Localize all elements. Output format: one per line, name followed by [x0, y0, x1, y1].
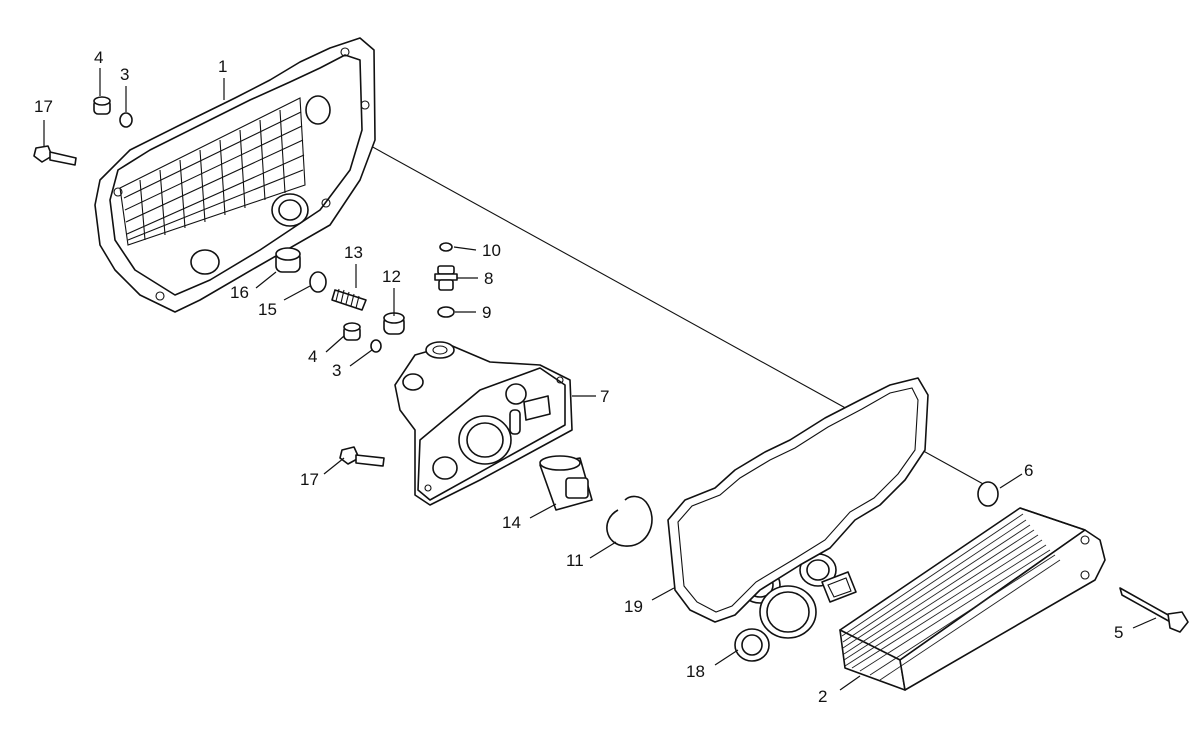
callout-10: 10	[482, 241, 501, 260]
part-valve[interactable]	[539, 455, 593, 511]
part-o-ring[interactable]	[977, 481, 999, 507]
callout-14: 14	[502, 513, 521, 532]
part-plug-top[interactable]	[93, 96, 111, 115]
part-snap-ring[interactable]	[606, 495, 653, 547]
part-plug-large[interactable]	[275, 247, 301, 273]
callout-4-top: 4	[94, 48, 103, 67]
part-gasket-large[interactable]	[667, 377, 929, 623]
callout-16: 16	[230, 283, 249, 302]
part-oil-cooler[interactable]	[839, 507, 1106, 691]
part-screw-mid[interactable]	[339, 446, 385, 467]
part-o-ring-small-mid[interactable]	[370, 339, 382, 353]
part-bolt[interactable]	[1119, 587, 1189, 633]
callout-9: 9	[482, 303, 491, 322]
callout-3-top: 3	[120, 65, 129, 84]
cooler-fins	[841, 513, 1061, 681]
part-o-ring-medium[interactable]	[309, 271, 327, 293]
callout-2: 2	[818, 687, 827, 706]
callout-6: 6	[1024, 461, 1033, 480]
part-screw-top[interactable]	[33, 145, 77, 166]
cover-mesh	[119, 97, 306, 246]
callout-1: 1	[218, 57, 227, 76]
callout-7: 7	[600, 387, 609, 406]
part-plug-mid[interactable]	[343, 322, 361, 341]
callout-11: 11	[566, 551, 584, 570]
part-seal-ring[interactable]	[437, 306, 455, 318]
part-sleeve[interactable]	[383, 312, 405, 335]
callout-18: 18	[686, 662, 705, 681]
callout-15: 15	[258, 300, 277, 319]
part-fitting[interactable]	[434, 265, 458, 291]
leader-lines	[43, 68, 1157, 691]
gasket-large-inner	[677, 387, 919, 613]
callout-4-mid: 4	[308, 347, 317, 366]
callout-17-mid: 17	[300, 470, 319, 489]
callout-19: 19	[624, 597, 643, 616]
part-spring[interactable]	[331, 288, 367, 311]
part-o-ring-small-top[interactable]	[119, 112, 133, 128]
callout-17-top: 17	[34, 97, 53, 116]
part-filter-head[interactable]	[394, 341, 573, 506]
callout-5: 5	[1114, 623, 1123, 642]
part-o-ring-tiny[interactable]	[439, 242, 453, 252]
part-cover-housing[interactable]	[94, 37, 376, 313]
callout-8: 8	[484, 269, 493, 288]
callout-12: 12	[382, 267, 401, 286]
callout-13: 13	[344, 243, 363, 262]
callout-3-mid: 3	[332, 361, 341, 380]
